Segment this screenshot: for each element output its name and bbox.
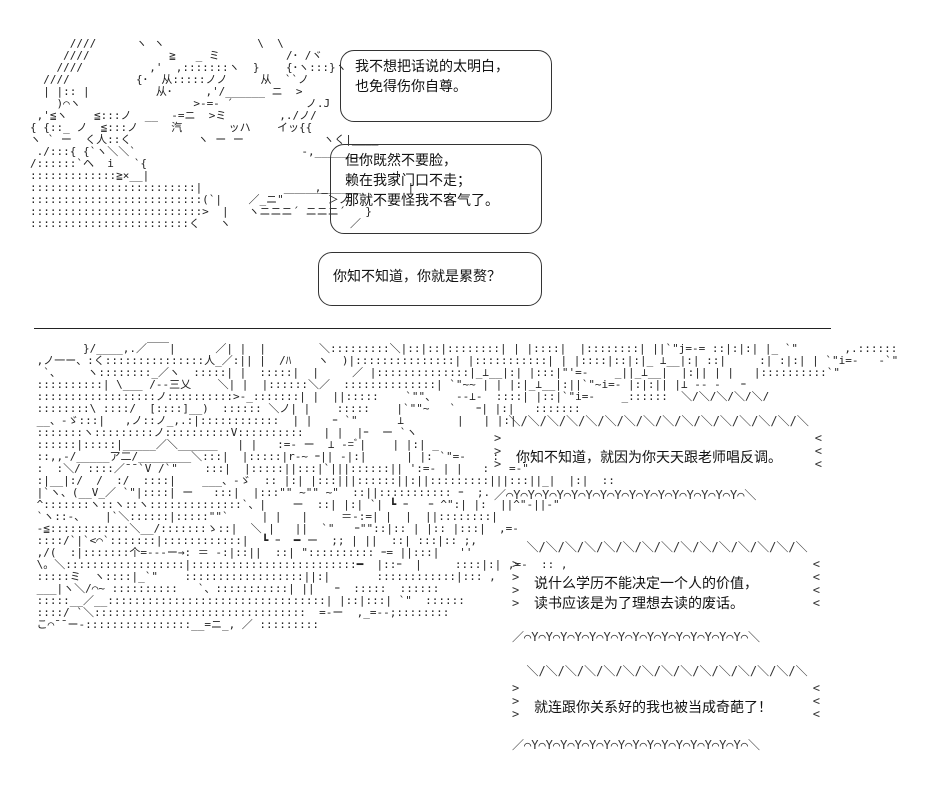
- shout-bubble-2-line-1: 说什么学历不能决定一个人的价值，: [534, 576, 758, 592]
- speech-bubble-1: 我不想把话说的太明白， 也免得伤你自尊。: [340, 50, 552, 122]
- speech-bubble-2: 但你既然不要脸， 赖在我家门口不走； 那就不要怪我不客气了。: [330, 144, 542, 234]
- speech-bubble-2-line-2: 赖在我家门口不走；: [345, 173, 471, 189]
- ascii-art-lower: }/____,.／￣￣| ／| | | ＼:::::::::＼|::|::|::…: [36, 342, 899, 631]
- shout-bubble-1-line-1: 你知不知道，就因为你天天跟老师唱反调。: [516, 450, 782, 466]
- speech-bubble-2-line-1: 但你既然不要脸，: [345, 153, 457, 169]
- shout-bubble-1: ＼/＼/＼/＼/＼/＼/＼/＼/＼/＼/＼/＼/＼/＼/＼/＼ > > > < …: [494, 414, 822, 502]
- shout-bubble-2: ＼/＼/＼/＼/＼/＼/＼/＼/＼/＼/＼/＼/＼/＼/＼ > > > > < …: [512, 540, 820, 644]
- ascii-art-upper: //// ヽ ヽ \ \ //// ≧ _ ミ /･ /ヾ //// ,' ,:…: [30, 37, 415, 230]
- speech-bubble-3-line-1: 你知不知道，你就是累赘？: [333, 269, 501, 285]
- speech-bubble-3: 你知不知道，你就是累赘？: [318, 252, 542, 306]
- shout-bubble-3-line-1: 就连跟你关系好的我也被当成奇葩了！: [534, 700, 772, 716]
- shout-bubble-2-line-2: 读书应该是为了理想去读的废话。: [534, 596, 744, 612]
- panel-divider: [34, 328, 831, 329]
- speech-bubble-2-line-3: 那就不要怪我不客气了。: [345, 193, 499, 209]
- speech-bubble-1-line-2: 也免得伤你自尊。: [355, 79, 467, 95]
- speech-bubble-1-line-1: 我不想把话说的太明白，: [355, 59, 509, 75]
- shout-bubble-3: ＼/＼/＼/＼/＼/＼/＼/＼/＼/＼/＼/＼/＼/＼/＼ > > > < < …: [512, 664, 820, 752]
